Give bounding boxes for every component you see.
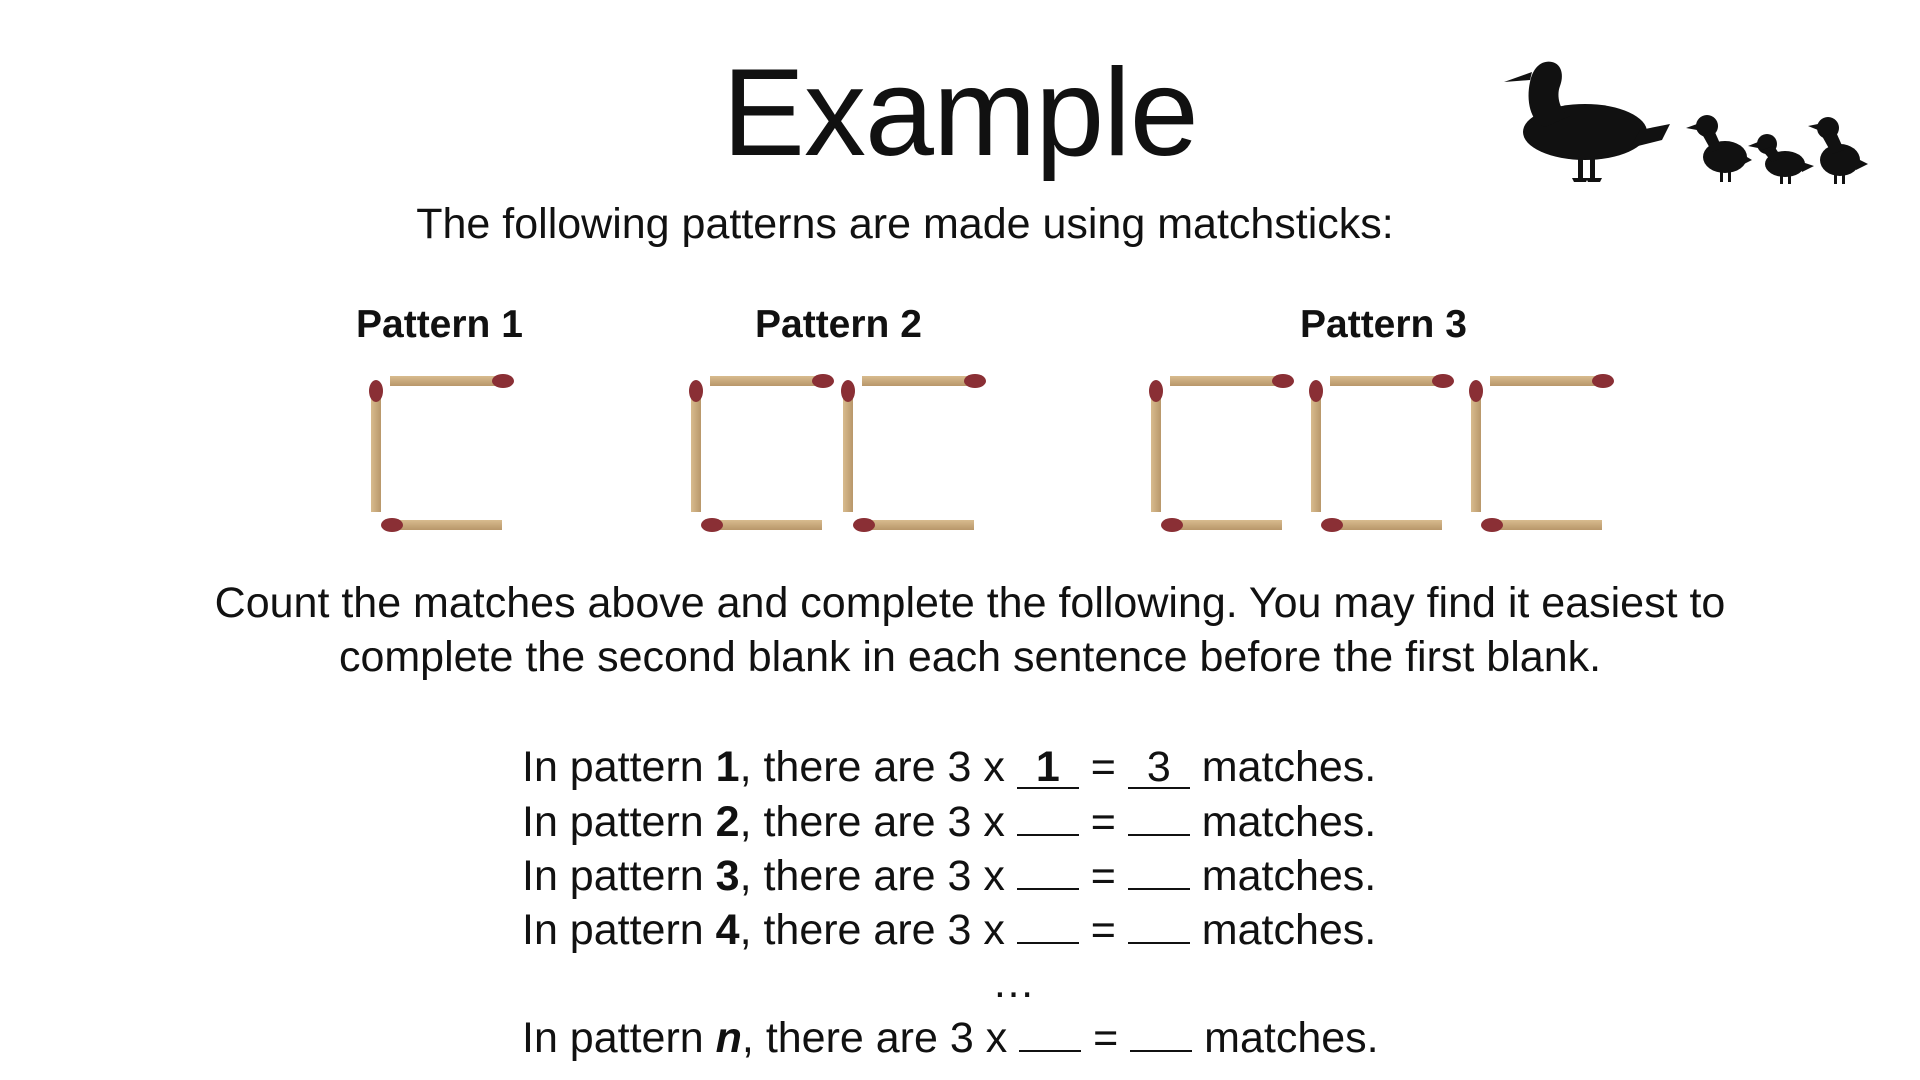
sentence-middle: , there are 3 x	[741, 1014, 1020, 1062]
instruction-line-1: Count the matches above and complete the…	[214, 579, 1726, 627]
sentence-prefix: In pattern	[522, 852, 716, 900]
blank-multiplier[interactable]: 1	[1016, 746, 1079, 789]
sentence-middle: , there are 3 x	[739, 743, 1017, 791]
matchstick	[369, 380, 383, 512]
sentence-suffix: matches.	[1189, 906, 1377, 954]
ellipsis: …	[992, 959, 1035, 1007]
duckling-icon	[1808, 117, 1868, 184]
blank-multiplier[interactable]	[1019, 1010, 1082, 1052]
matchstick	[1469, 380, 1483, 512]
matchstick	[701, 518, 822, 532]
sentence-middle: , there are 3 x	[739, 852, 1017, 900]
blank-multiplier[interactable]	[1016, 902, 1079, 944]
pattern-2-label: Pattern 2	[755, 303, 922, 346]
sentence-prefix: In pattern	[522, 906, 716, 954]
matchstick	[1490, 374, 1614, 388]
blank-total[interactable]	[1127, 848, 1190, 890]
matchstick	[841, 380, 855, 512]
duckling-icon	[1686, 115, 1752, 182]
matchstick	[381, 518, 502, 532]
sentence-suffix: matches.	[1192, 1014, 1379, 1062]
blank-total[interactable]	[1130, 1010, 1193, 1052]
instruction-line-2: complete the second blank in each senten…	[338, 633, 1602, 681]
sentence-row: In pattern 1, there are 3 x 1 = 3 matche…	[522, 740, 1522, 794]
ducks-illustration	[1504, 61, 1868, 184]
pattern-number: 1	[715, 743, 740, 791]
matchstick	[1321, 518, 1442, 532]
pattern-number: 2	[715, 798, 740, 846]
intro-text: The following patterns are made using ma…	[416, 200, 1394, 248]
matchstick	[1330, 374, 1454, 388]
sentence-prefix: In pattern	[522, 743, 716, 791]
sentence-row: In pattern 4, there are 3 x = matches.	[522, 902, 1522, 956]
matchstick	[1481, 518, 1602, 532]
sentence-middle: , there are 3 x	[739, 798, 1017, 846]
blank-multiplier[interactable]	[1016, 848, 1079, 890]
duck-icon	[1504, 61, 1670, 182]
blank-total[interactable]	[1127, 794, 1190, 836]
instruction-text: Count the matches above and complete the…	[0, 576, 1920, 684]
blank-total[interactable]	[1127, 902, 1190, 944]
sentence-suffix: matches.	[1189, 798, 1377, 846]
equals-sign: =	[1078, 852, 1128, 900]
matchstick	[862, 374, 986, 388]
matchstick	[853, 518, 974, 532]
sentence-suffix: matches.	[1189, 852, 1377, 900]
matchstick-patterns	[369, 374, 1614, 532]
duckling-icon	[1748, 134, 1814, 184]
blank-total[interactable]: 3	[1127, 746, 1190, 789]
sentence-row-general: In pattern n, there are 3 x = matches.	[522, 1010, 1522, 1064]
pattern-number-n: n	[715, 1014, 742, 1062]
matchstick	[1309, 380, 1323, 512]
pattern-1-matches	[369, 374, 514, 532]
pattern-1-label: Pattern 1	[356, 303, 523, 346]
slide-title: Example	[722, 44, 1198, 182]
pattern-2-matches	[689, 374, 986, 532]
sentence-prefix: In pattern	[522, 798, 716, 846]
sentence-suffix: matches.	[1189, 743, 1377, 791]
matchstick	[1170, 374, 1294, 388]
sentence-row: In pattern 3, there are 3 x = matches.	[522, 848, 1522, 902]
pattern-number: 3	[715, 852, 740, 900]
sentence-list: In pattern 1, there are 3 x 1 = 3 matche…	[522, 740, 1522, 1064]
matchstick	[1161, 518, 1282, 532]
sentence-middle: , there are 3 x	[739, 906, 1017, 954]
sentence-prefix: In pattern	[522, 1014, 716, 1062]
pattern-3-label: Pattern 3	[1300, 303, 1467, 346]
pattern-3-matches	[1149, 374, 1614, 532]
matchstick	[390, 374, 514, 388]
equals-sign: =	[1081, 1014, 1131, 1062]
sentence-row: In pattern 2, there are 3 x = matches.	[522, 794, 1522, 848]
matchstick	[689, 380, 703, 512]
pattern-number: 4	[715, 906, 740, 954]
equals-sign: =	[1078, 906, 1128, 954]
matchstick	[710, 374, 834, 388]
equals-sign: =	[1078, 798, 1128, 846]
equals-sign: =	[1078, 743, 1128, 791]
blank-multiplier[interactable]	[1016, 794, 1079, 836]
matchstick	[1149, 380, 1163, 512]
